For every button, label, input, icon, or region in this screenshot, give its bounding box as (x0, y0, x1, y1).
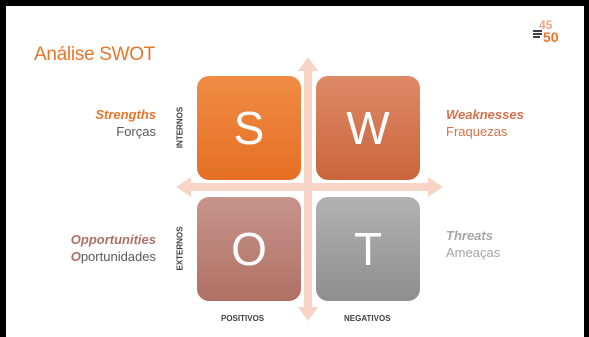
arrow-up-icon (298, 57, 318, 71)
arrow-down-icon (298, 307, 318, 321)
arrow-right-icon (428, 177, 443, 197)
quadrant-opportunities: O (197, 197, 301, 301)
frame-top-border (0, 0, 589, 6)
opportunities-en: Opportunities (70, 232, 156, 247)
vertical-axis (304, 70, 312, 310)
strengths-en: Strengths (95, 107, 156, 122)
frame-left-border (0, 0, 6, 337)
opportunities-pt-first-letter: O (70, 249, 81, 264)
frame-right-border (584, 0, 589, 337)
strengths-label: Strengths Forças (60, 106, 156, 140)
threats-label: Threats Ameaças (446, 227, 500, 261)
axis-label-negative: NEGATIVOS (344, 314, 391, 323)
weaknesses-label: Weaknesses Fraquezas (446, 106, 524, 140)
weaknesses-en: Weaknesses (446, 107, 524, 122)
slide-title: Análise SWOT (34, 44, 155, 65)
logo-bottom-number: 50 (543, 29, 559, 44)
opportunities-label: Opportunities Oportunidades (30, 231, 156, 265)
opportunities-pt: Oportunidades (30, 248, 156, 265)
brand-logo: 45 50 (533, 18, 559, 44)
quadrant-weaknesses: W (316, 76, 420, 180)
axis-label-positive: POSITIVOS (221, 314, 265, 323)
weaknesses-pt: Fraquezas (446, 124, 508, 139)
axis-label-internal: INTERNOS (175, 106, 185, 149)
axis-label-external: EXTERNOS (175, 226, 185, 271)
quadrant-threats: T (316, 197, 420, 301)
strengths-pt: Forças (116, 124, 156, 139)
threats-en: Threats (446, 228, 493, 243)
arrow-left-icon (176, 177, 191, 197)
threats-pt: Ameaças (446, 245, 501, 260)
logo-top-number: 45 (539, 18, 553, 32)
opportunities-pt-rest: portunidades (80, 249, 156, 264)
quadrant-strengths: S (197, 76, 301, 180)
